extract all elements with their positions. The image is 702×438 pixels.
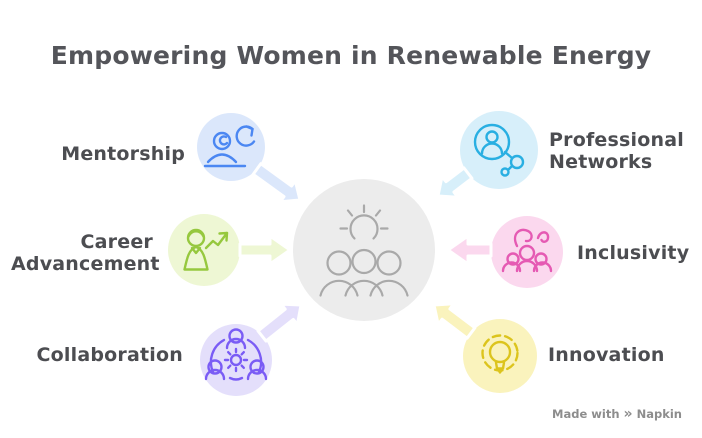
inclusivity-arrow — [446, 234, 493, 266]
gear-lightbulb-icon — [481, 334, 519, 374]
watermark-brand: Napkin — [636, 407, 682, 421]
innovation-node-circle — [463, 319, 537, 393]
label-innovation: Innovation — [548, 344, 665, 366]
inclusivity-node-circle — [491, 216, 563, 288]
person-network-icon — [473, 123, 525, 177]
mentorship-node-circle — [197, 113, 265, 181]
diverse-group-icon — [501, 228, 553, 273]
label-professional-networks: Professional Networks — [549, 129, 684, 174]
label-inclusivity: Inclusivity — [577, 242, 690, 264]
team-under-sun-icon — [319, 204, 409, 297]
career-node-circle — [168, 214, 240, 286]
watermark: Made with » Napkin — [552, 405, 682, 422]
innovation-arrow — [432, 302, 477, 340]
person-cycle-icon — [203, 125, 256, 168]
label-career-advancement: Career Advancement — [11, 231, 160, 276]
label-collaboration: Collaboration — [36, 344, 183, 366]
mentorship-arrow — [251, 162, 302, 204]
collaboration-node-circle — [200, 324, 272, 396]
napkin-logo-icon: » — [623, 405, 633, 422]
networks-arrow — [436, 166, 474, 199]
watermark-prefix: Made with — [552, 407, 620, 421]
career-arrow — [238, 234, 292, 266]
team-gear-icon — [204, 328, 268, 381]
label-mentorship: Mentorship — [61, 143, 185, 165]
page-title: Empowering Women in Renewable Energy — [50, 41, 652, 70]
woman-growth-arrow-icon — [183, 228, 229, 271]
collaboration-arrow — [256, 302, 303, 343]
